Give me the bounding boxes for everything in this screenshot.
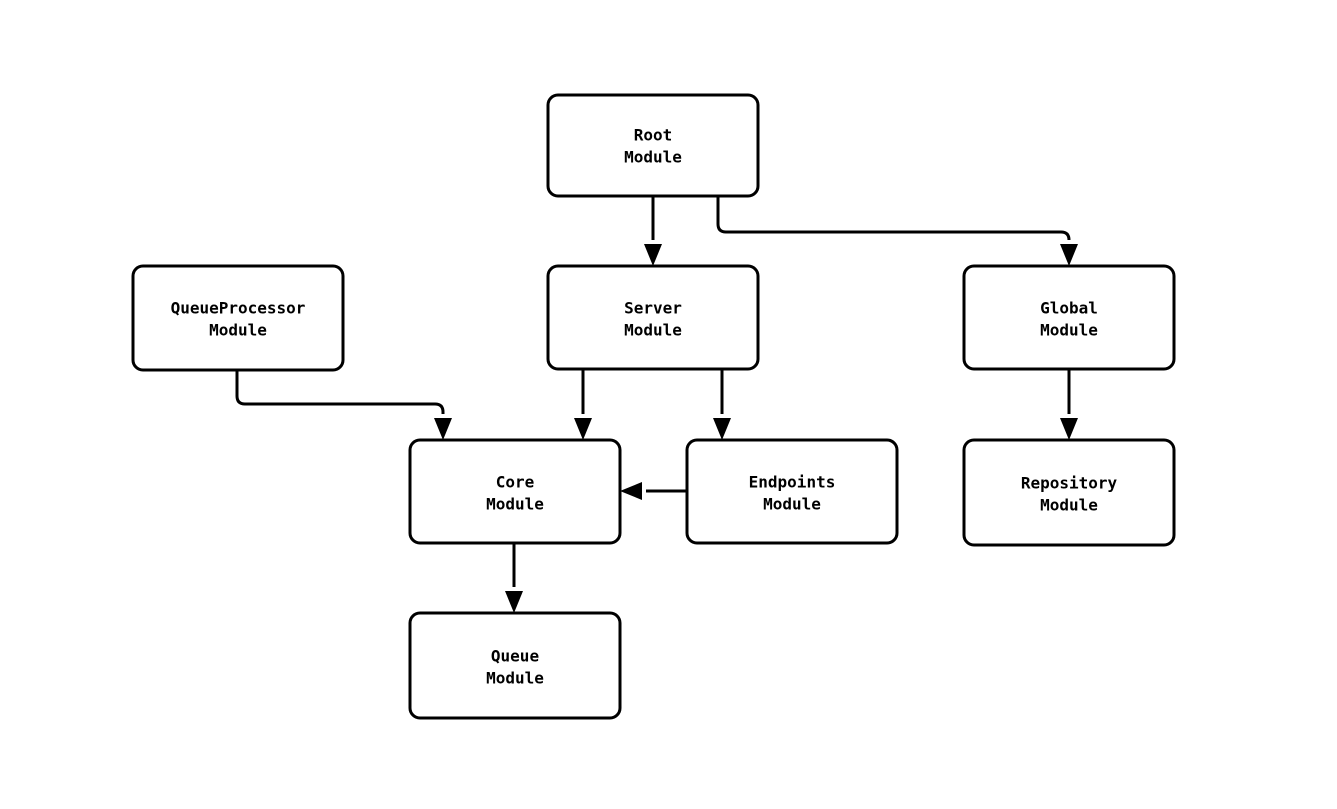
arrow-head-icon bbox=[644, 244, 662, 266]
node-label-line2: Module bbox=[763, 495, 821, 514]
arrow-head-icon bbox=[505, 591, 523, 613]
node-global-module[interactable]: Global Module bbox=[962, 264, 1176, 371]
node-box[interactable] bbox=[546, 264, 760, 371]
node-label-line1: Queue bbox=[491, 647, 539, 666]
node-endpoints-module[interactable]: Endpoints Module bbox=[685, 438, 899, 545]
edge-global-to-repository bbox=[1060, 369, 1078, 440]
edge-core-to-queue bbox=[505, 543, 523, 613]
node-label-line1: QueueProcessor bbox=[171, 299, 306, 318]
node-label-line1: Server bbox=[624, 299, 682, 318]
edge-endpoints-to-core bbox=[620, 482, 687, 500]
edge-server-to-core bbox=[574, 369, 592, 440]
node-label-line1: Repository bbox=[1021, 474, 1118, 493]
node-repository-module[interactable]: Repository Module bbox=[962, 438, 1176, 547]
edge-root-to-server bbox=[644, 196, 662, 266]
node-box[interactable] bbox=[962, 264, 1176, 371]
node-label-line1: Global bbox=[1040, 299, 1098, 318]
node-queueprocessor-module[interactable]: QueueProcessor Module bbox=[131, 264, 345, 372]
node-label-line2: Module bbox=[486, 495, 544, 514]
node-label-line2: Module bbox=[486, 669, 544, 688]
edge-root-to-global bbox=[716, 196, 1078, 266]
node-box[interactable] bbox=[408, 438, 622, 545]
node-server-module[interactable]: Server Module bbox=[546, 264, 760, 371]
node-layer: Root Module QueueProcessor Module Server… bbox=[131, 93, 1176, 720]
edge-line bbox=[716, 196, 1071, 241]
node-label-line2: Module bbox=[1040, 496, 1098, 515]
node-box[interactable] bbox=[962, 438, 1176, 547]
node-root-module[interactable]: Root Module bbox=[546, 93, 760, 198]
edge-server-to-endpoints bbox=[713, 369, 731, 440]
arrow-head-icon bbox=[713, 418, 731, 440]
arrow-head-icon bbox=[574, 418, 592, 440]
node-label-line2: Module bbox=[624, 321, 682, 340]
node-label-line1: Root bbox=[634, 126, 673, 145]
edge-line bbox=[235, 370, 445, 414]
node-queue-module[interactable]: Queue Module bbox=[408, 611, 622, 720]
arrow-head-icon bbox=[434, 418, 452, 440]
node-label-line1: Core bbox=[496, 473, 535, 492]
arrow-head-icon bbox=[1060, 244, 1078, 266]
node-box[interactable] bbox=[685, 438, 899, 545]
node-label-line2: Module bbox=[209, 321, 267, 340]
node-box[interactable] bbox=[131, 264, 345, 372]
edge-queueprocessor-to-core bbox=[235, 370, 452, 440]
node-label-line2: Module bbox=[624, 148, 682, 167]
edge-layer bbox=[235, 196, 1078, 613]
node-label-line2: Module bbox=[1040, 321, 1098, 340]
node-box[interactable] bbox=[546, 93, 760, 198]
node-core-module[interactable]: Core Module bbox=[408, 438, 622, 545]
node-box[interactable] bbox=[408, 611, 622, 720]
arrow-head-icon bbox=[1060, 418, 1078, 440]
arrow-head-icon bbox=[620, 482, 642, 500]
node-label-line1: Endpoints bbox=[749, 473, 836, 492]
